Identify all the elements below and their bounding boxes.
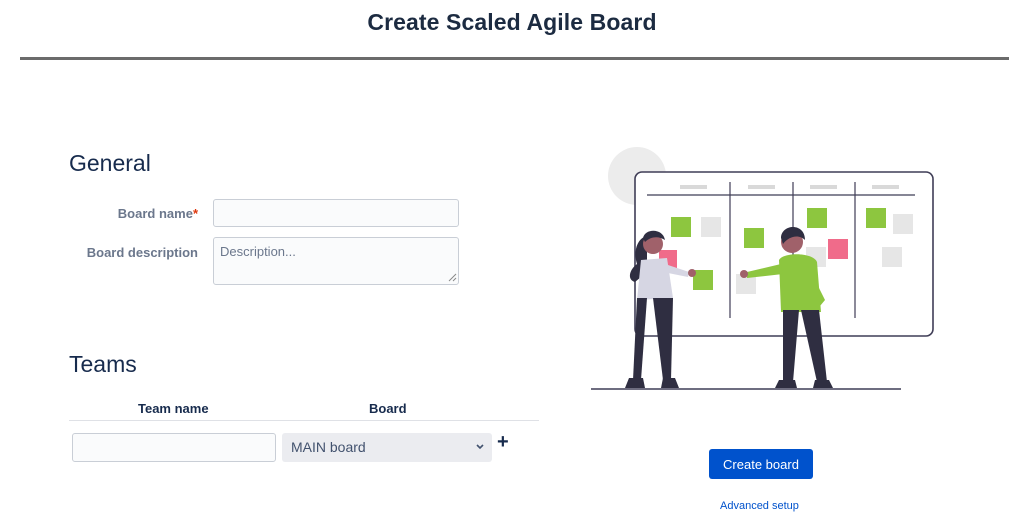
board-column-header: Board (369, 401, 407, 416)
add-team-button[interactable]: + (497, 431, 509, 453)
teams-header-divider (69, 420, 539, 421)
team-name-input[interactable] (72, 433, 276, 462)
resize-grip-icon[interactable] (448, 273, 457, 282)
board-description-label: Board description (86, 245, 198, 260)
title-divider (20, 57, 1009, 60)
board-name-label-text: Board name (117, 206, 193, 221)
board-name-input[interactable] (213, 199, 459, 227)
board-select[interactable]: MAIN board (282, 433, 492, 462)
general-section-title: General (69, 150, 151, 176)
board-description-input[interactable] (213, 237, 459, 285)
kanban-team-illustration (591, 147, 934, 390)
board-select-value: MAIN board (291, 439, 366, 455)
create-board-button[interactable]: Create board (709, 449, 813, 479)
chevron-down-icon (476, 444, 484, 450)
board-name-label: Board name* (38, 206, 198, 221)
page-title: Create Scaled Agile Board (367, 9, 657, 35)
team-name-column-header: Team name (138, 401, 209, 416)
required-indicator: * (192, 206, 198, 221)
advanced-setup-link[interactable]: Advanced setup (720, 500, 799, 512)
teams-section-title: Teams (69, 351, 137, 377)
